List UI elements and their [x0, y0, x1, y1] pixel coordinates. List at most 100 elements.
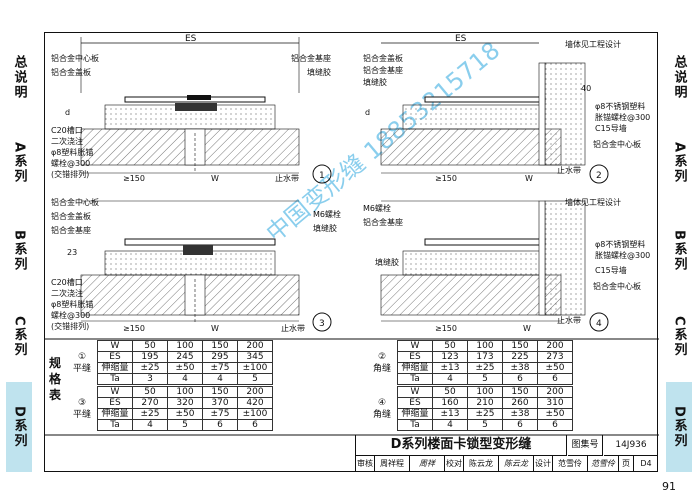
d3-filler: 填缝胶: [313, 223, 337, 233]
d4-centerplate: 铝合金中心板: [593, 281, 641, 291]
d3-pour: 二次浇注: [51, 288, 83, 298]
table-cell: 6: [202, 419, 238, 431]
table-cell: ±25: [132, 408, 168, 420]
table-cell: 195: [132, 351, 168, 363]
left-tab-label: 总说明: [11, 54, 27, 100]
d2-num40: 40: [581, 84, 591, 93]
d2-filler: 填缝胶: [363, 77, 387, 87]
d1-gt150-label: ≥150: [123, 174, 145, 183]
page-code: D4: [640, 459, 652, 468]
d1-pour: 二次浇注: [51, 136, 83, 146]
d4-wall: 墙体见工程设计: [565, 197, 621, 207]
row-header: ES: [397, 351, 433, 363]
table-row: 伸缩量±25±50±75±100: [67, 362, 273, 374]
table-cell: ±50: [167, 362, 203, 374]
detail-4: ≥150 W 止水带 M6螺栓 铝合金基座 填缝胶 墙体见工程设计 φ8不锈钢塑…: [363, 197, 650, 333]
right-tab-3: C系列: [666, 296, 692, 378]
d1-stagger: (交错排列): [51, 169, 89, 179]
d3-base: 铝合金基座: [51, 225, 91, 235]
page-label: 页: [619, 456, 634, 471]
table-cell: 50: [432, 340, 468, 352]
table-cell: 5: [467, 373, 503, 385]
d1-c20: C20槽口: [51, 125, 83, 135]
detail-drawings: 中国变形缝 18853215718 ES ≥150 W 止水带 d 铝合金中心板…: [45, 34, 659, 436]
table-cell: 270: [132, 397, 168, 409]
table-cell: 225: [502, 351, 538, 363]
d3-anchor: φ8塑料胀锚: [51, 299, 93, 309]
row-header: ES: [97, 351, 133, 363]
left-tab-3: C系列: [6, 296, 32, 378]
table-cell: 420: [237, 397, 273, 409]
d1-coverplate: 铝合金盖板: [51, 67, 91, 77]
table-cell: 310: [537, 397, 573, 409]
d2-stopwater-label: 止水带: [557, 165, 581, 175]
d1-filler: 填缝胶: [307, 67, 331, 77]
right-tab-1: A系列: [666, 122, 692, 204]
drawing-title: D系列楼面卡锁型变形缝: [356, 435, 567, 456]
table-cell: 173: [467, 351, 503, 363]
row-header: 伸缩量: [397, 408, 433, 420]
d3-coverplate: 铝合金盖板: [51, 211, 91, 221]
reviewer-signature: 周祥: [410, 456, 445, 471]
checker-signature: 陈云龙: [499, 456, 534, 471]
d4-gt150-label: ≥150: [435, 324, 457, 333]
check-label: 校对: [445, 456, 464, 471]
table-cell: ±13: [432, 362, 468, 374]
left-tab-label: B系列: [11, 230, 27, 272]
left-tab-label: D系列: [11, 405, 27, 449]
row-header: W: [397, 340, 433, 352]
table-cell: ±75: [202, 408, 238, 420]
designer-name: 范雪伶: [553, 456, 588, 471]
d1-number: 1: [319, 171, 325, 181]
table-cell: ±13: [432, 408, 468, 420]
row-header: Ta: [97, 373, 133, 385]
table-cell: 100: [167, 386, 203, 398]
d1-es-label: ES: [185, 34, 197, 44]
d2-w-label: W: [525, 174, 533, 183]
right-tab-label: C系列: [671, 316, 687, 358]
d2-number: 2: [596, 171, 602, 181]
d3-w-label: W: [211, 324, 219, 333]
table-cell: 50: [132, 386, 168, 398]
checker-name: 陈云龙: [464, 456, 499, 471]
row-header: 伸缩量: [97, 408, 133, 420]
table-cell: 6: [537, 419, 573, 431]
atlas-number: 14J936: [604, 435, 658, 456]
d1-base: 铝合金基座: [291, 53, 331, 63]
signature-row: 审核 周祥程 周祥 校对 陈云龙 陈云龙 设计 范雪伶 范雪伶 页 D4: [356, 456, 658, 471]
table-cell: 150: [202, 340, 238, 352]
table-cell: 5: [467, 419, 503, 431]
table-cell: 160: [432, 397, 468, 409]
d2-es-label: ES: [455, 34, 467, 44]
detail-ref-number: ④: [377, 397, 387, 408]
reviewer-name: 周祥程: [375, 456, 410, 471]
d4-filler: 填缝胶: [375, 257, 399, 267]
table-cell: 5: [237, 373, 273, 385]
right-tab-label: B系列: [671, 230, 687, 272]
table-cell: ±100: [237, 408, 273, 420]
d4-anchor1: φ8不锈钢塑料: [595, 239, 645, 249]
joint-type: 角缝: [372, 409, 391, 420]
d1-anchor: φ8塑料胀锚: [51, 147, 93, 157]
table-cell: ±25: [132, 362, 168, 374]
spec-table-title: 规格表: [49, 356, 62, 402]
d4-m6: M6螺栓: [363, 203, 391, 213]
row-header: W: [397, 386, 433, 398]
table-cell: ±25: [467, 408, 503, 420]
drawing-sheet: 中国变形缝 18853215718 ES ≥150 W 止水带 d 铝合金中心板…: [44, 32, 659, 472]
designer-signature: 范雪伶: [588, 456, 619, 471]
row-header: Ta: [397, 373, 433, 385]
left-tab-1: A系列: [6, 122, 32, 204]
d3-stopwater-label: 止水带: [281, 323, 305, 333]
